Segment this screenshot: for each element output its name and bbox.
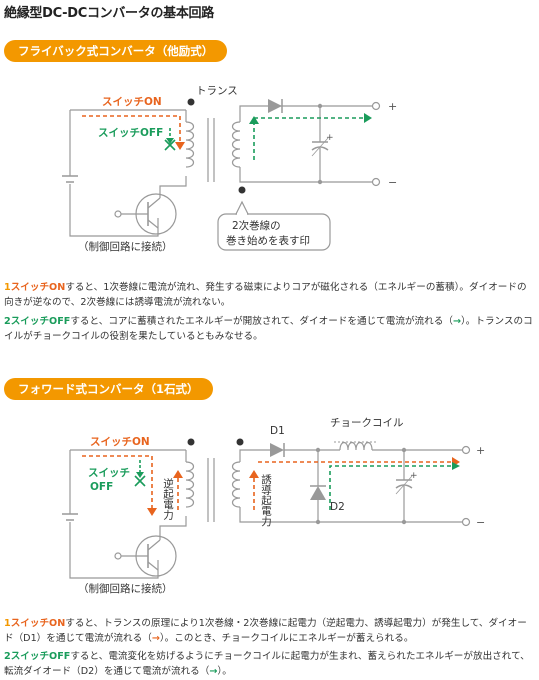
control-label: （制御回路に接続） <box>78 582 173 595</box>
desc-text: ）。このとき、チョークコイルにエネルギーが蓄えられる。 <box>159 633 414 644</box>
plus-terminal-label: + <box>388 100 397 113</box>
flyback-heading: フライバック式コンバータ（他励式） <box>4 40 228 62</box>
desc-keyword: スイッチON <box>10 282 66 293</box>
switch-off-label-line2: OFF <box>90 481 113 493</box>
switch-off-label-line1: スイッチ <box>88 467 130 479</box>
desc-keyword: スイッチOFF <box>10 651 71 662</box>
desc-text: すると、トランスの原理により1次巻線・2次巻線に起電力（逆起電力、誘導起電力）が… <box>4 618 527 644</box>
desc-text: ）。 <box>217 666 232 677</box>
switch-on-label: スイッチON <box>90 436 150 448</box>
desc-text: すると、コアに蓄積されたエネルギーが開放されて、ダイオードを通じて電流が流れる（ <box>70 316 453 327</box>
capacitor-plus-label: + <box>326 133 334 143</box>
desc-text: すると、電流変化を妨げるようにチョークコイルに起電力が生まれ、蓄えられたエネルギ… <box>4 651 530 677</box>
page-title: 絶縁型DC-DCコンバータの基本回路 <box>4 6 214 21</box>
arrow-icon: → <box>209 666 218 677</box>
control-label: （制御回路に接続） <box>78 240 173 253</box>
step-number-2: 2 <box>4 316 11 327</box>
d1-label: D1 <box>270 425 285 437</box>
step-number-1: 1 <box>4 618 11 629</box>
desc-keyword: スイッチOFF <box>10 316 71 327</box>
callout-line2: 巻き始めを表す印 <box>226 234 310 247</box>
desc-text: すると、1次巻線に電流が流れ、発生する磁束によりコアが磁化される（エネルギーの蓄… <box>4 282 527 308</box>
forward-desc-1: 1スイッチONすると、トランスの原理により1次巻線・2次巻線に起電力（逆起電力、… <box>4 616 536 646</box>
forward-desc-2: 2スイッチOFFすると、電流変化を妨げるようにチョークコイルに起電力が生まれ、蓄… <box>4 649 536 679</box>
forward-circuit-diagram: スイッチON スイッチ OFF （制御回路に接続） D1 D2 チョークコイル … <box>62 417 485 595</box>
flyback-desc-2: 2スイッチOFFすると、コアに蓄積されたエネルギーが開放されて、ダイオードを通じ… <box>4 314 536 344</box>
transformer-label: トランス <box>196 85 238 97</box>
minus-terminal-label: − <box>388 176 397 189</box>
desc-keyword: スイッチON <box>10 618 66 629</box>
step-number-2: 2 <box>4 651 11 662</box>
reverse-emf-label: 逆起電力 <box>162 477 174 521</box>
induced-emf-label: 誘導起電力 <box>260 473 272 527</box>
callout-line1: 2次巻線の <box>232 219 281 232</box>
plus-terminal-label: + <box>476 444 485 457</box>
flyback-circuit-diagram: トランス スイッチON スイッチOFF （制御回路に接続） + − + 2次巻線… <box>62 85 397 253</box>
d2-label: D2 <box>330 501 345 513</box>
flyback-desc-1: 1スイッチONすると、1次巻線に電流が流れ、発生する磁束によりコアが磁化される（… <box>4 280 536 310</box>
arrow-icon: → <box>151 633 160 644</box>
forward-heading: フォワード式コンバータ（1石式） <box>4 378 213 400</box>
switch-off-label: スイッチOFF <box>98 127 163 139</box>
minus-terminal-label: − <box>476 516 485 529</box>
desc-text: ）。トランスのコイルがチョークコイルの役割を果たしているともみなせる。 <box>4 316 533 342</box>
step-number-1: 1 <box>4 282 11 293</box>
switch-on-label: スイッチON <box>102 96 162 108</box>
capacitor-plus-label: + <box>410 471 418 481</box>
choke-label: チョークコイル <box>330 417 404 429</box>
arrow-icon: → <box>452 316 461 327</box>
